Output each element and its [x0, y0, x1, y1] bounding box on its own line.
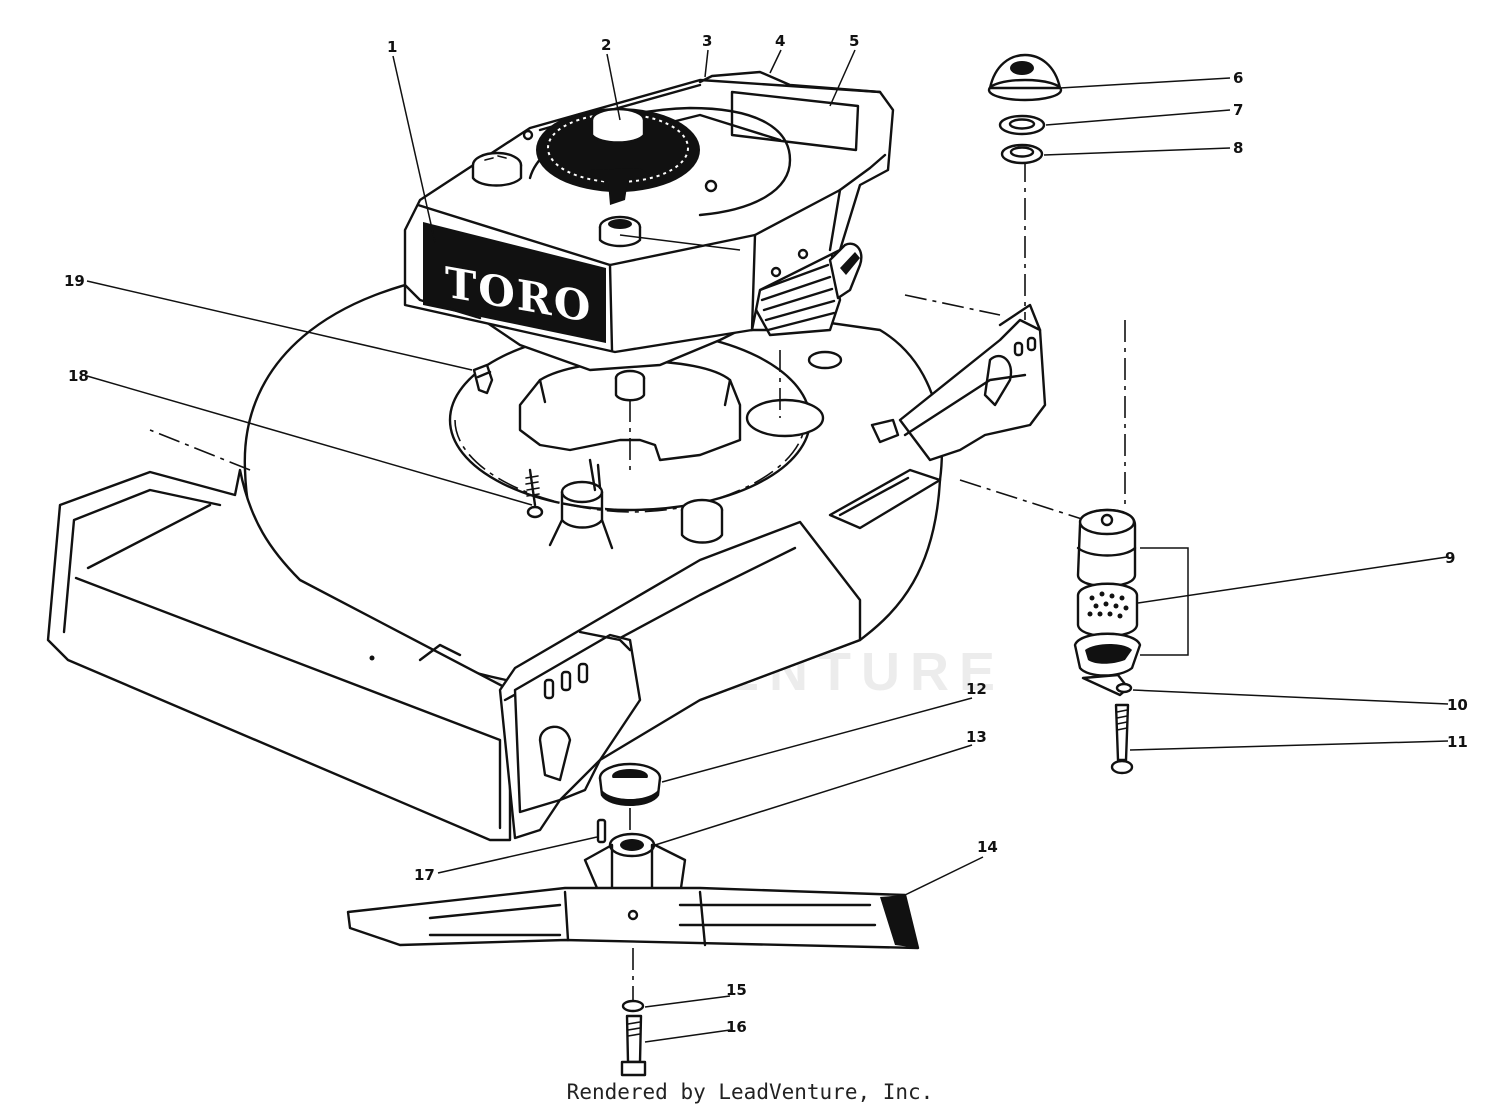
callout-4: 4 — [775, 32, 785, 50]
callout-17: 17 — [414, 866, 435, 884]
deck-boss — [680, 498, 724, 544]
part-10-nut — [1081, 673, 1133, 697]
callout-18: 18 — [68, 367, 89, 385]
deck-spindle-mount — [548, 458, 614, 550]
callout-1: 1 — [387, 38, 397, 56]
callout-10: 10 — [1447, 696, 1468, 714]
callout-12: 12 — [966, 680, 987, 698]
part-15-washer — [621, 999, 645, 1013]
render-credit: Rendered by LeadVenture, Inc. — [566, 1080, 934, 1104]
part-9-air-cleaner — [1073, 508, 1189, 677]
part-11-bolt — [1110, 703, 1134, 775]
part-14-blade — [346, 886, 920, 950]
front-axle-bracket — [513, 630, 642, 814]
part-19-clip — [472, 363, 494, 395]
oil-fill-cap — [471, 151, 523, 187]
rear-axle-bracket — [898, 303, 1047, 462]
mower-deck — [46, 270, 1047, 842]
part-13-blade-adapter — [583, 832, 687, 897]
callout-8: 8 — [1233, 139, 1243, 157]
callout-16: 16 — [726, 1018, 747, 1036]
callout-19: 19 — [64, 272, 85, 290]
callout-11: 11 — [1447, 733, 1468, 751]
callout-5: 5 — [849, 32, 859, 50]
part-12-bearing — [598, 762, 662, 806]
part-17-key — [596, 818, 607, 844]
recoil-starter — [536, 107, 700, 205]
part-6-cap — [987, 53, 1063, 102]
part-16-bolt — [620, 1014, 647, 1077]
brand-panel: TORO — [423, 222, 606, 343]
callout-14: 14 — [977, 838, 998, 856]
callout-13: 13 — [966, 728, 987, 746]
callout-leaders — [86, 49, 1449, 1043]
callout-6: 6 — [1233, 69, 1243, 87]
part-18-spring — [525, 468, 544, 519]
callout-15: 15 — [726, 981, 747, 999]
fuel-cap — [598, 215, 642, 248]
part-7-washer — [998, 114, 1046, 136]
callout-labels: 1 2 3 4 5 6 7 8 9 10 11 12 13 14 15 16 1… — [64, 32, 1468, 1036]
assembly-center-lines — [149, 160, 1126, 1000]
callout-7: 7 — [1233, 101, 1243, 119]
engine: TORO — [403, 70, 895, 402]
part-8-washer — [1000, 143, 1044, 165]
callout-9: 9 — [1445, 549, 1455, 567]
callout-3: 3 — [702, 32, 712, 50]
callout-2: 2 — [601, 36, 611, 54]
